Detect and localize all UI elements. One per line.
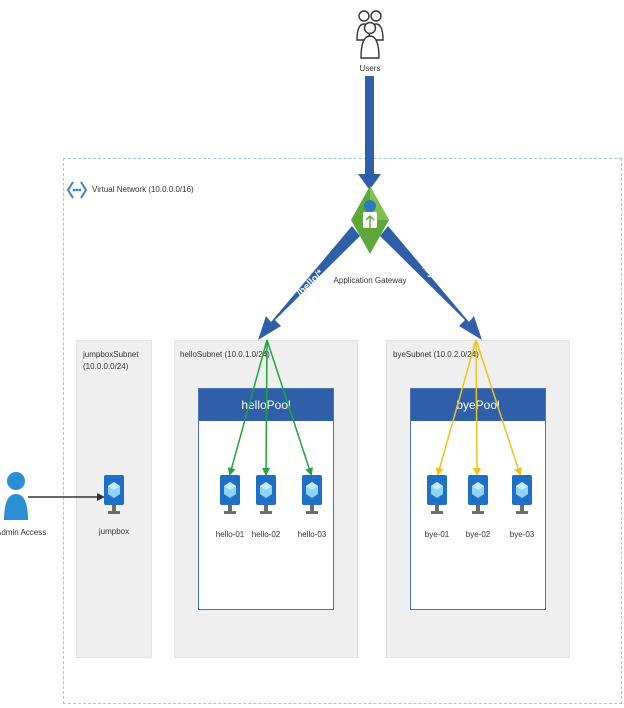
hello-02-label: hello-02 — [251, 530, 281, 539]
bye-pool-header: byePool — [411, 389, 545, 421]
jumpbox-subnet-label: jumpboxSubnet — [83, 350, 139, 359]
bye-subnet-label: byeSubnet (10.0.2.0/24) — [393, 350, 479, 359]
admin-label: Admin Access — [0, 528, 47, 537]
jumpbox-subnet-cidr: (10.0.0.0/24) — [83, 362, 129, 371]
virtual-network-label: Virtual Network (10.0.0.0/16) — [92, 185, 194, 194]
hello-03-label: hello-03 — [297, 530, 327, 539]
hello-02-vm-icon — [255, 474, 277, 518]
bye-01-vm-icon — [426, 474, 448, 518]
application-gateway-label: Application Gateway — [333, 276, 407, 285]
bye-03-vm-icon — [511, 474, 533, 518]
virtual-network-boundary — [63, 158, 622, 704]
hello-subnet-label: helloSubnet (10.0.1.0/24) — [180, 350, 270, 359]
users-to-gateway-arrow — [358, 76, 381, 190]
hello-01-vm-icon — [219, 474, 241, 518]
virtual-network-icon — [66, 180, 88, 200]
bye-pool-connectors — [435, 339, 522, 476]
admin-user-icon — [3, 470, 29, 522]
jumpbox-label: jumpbox — [98, 527, 130, 536]
gateway-to-bye-arrow — [380, 226, 482, 340]
bye-02-label: bye-02 — [465, 530, 491, 539]
hello-pool-connectors — [227, 339, 313, 476]
hello-03-vm-icon — [301, 474, 323, 518]
application-gateway-icon — [349, 184, 391, 256]
bye-02-vm-icon — [467, 474, 489, 518]
jumpbox-vm-icon — [103, 474, 125, 518]
bye-03-label: bye-03 — [509, 530, 535, 539]
users-label: Users — [359, 64, 381, 73]
users-icon — [355, 6, 385, 60]
gateway-to-hello-arrow — [258, 226, 360, 340]
hello-01-label: hello-01 — [215, 530, 245, 539]
bye-01-label: bye-01 — [424, 530, 450, 539]
